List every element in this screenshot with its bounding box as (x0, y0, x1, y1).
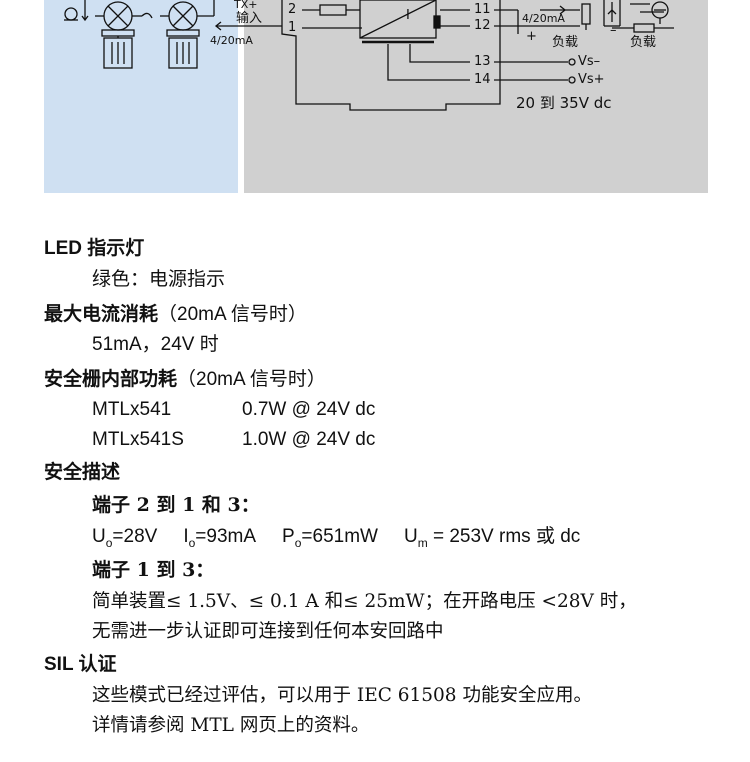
vs-plus-label: Vs+ (578, 72, 605, 87)
load-label-1: 负载 (552, 35, 579, 50)
tx-label: TX+ (234, 0, 258, 11)
loop-label-left: 4/20mA (210, 34, 253, 47)
power-heading: 安全栅内部功耗（20mA 信号时） (44, 368, 326, 390)
sensor-symbol-1 (64, 7, 78, 21)
terminal-12: 12 (474, 18, 491, 33)
load-label-2: 负载 (630, 35, 657, 50)
load-resistor-1 (581, 3, 591, 25)
safe-area-panel (244, 0, 708, 193)
safety-sub-2: 端子 1 到 3： (92, 559, 215, 581)
safety-line-1: 简单装置≤ 1.5V、≤ 0.1 A 和≤ 25mW；在开路电压 <28V 时， (92, 591, 637, 612)
sil-heading: SIL 认证 (44, 654, 117, 675)
sil-line-1: 这些模式已经过评估，可以用于 IEC 61508 功能安全应用。 (92, 685, 592, 706)
led-value: 绿色：电源指示 (92, 268, 226, 290)
sil-line-2: 详情请参阅 MTL 网页上的资料。 (92, 715, 370, 736)
terminal-1: 1 (288, 20, 297, 35)
power-row-1: MTLx541 0.7W @ 24V dc (92, 399, 376, 420)
terminal-13: 13 (474, 54, 491, 69)
safety-heading: 安全描述 (44, 461, 121, 483)
hazardous-area-panel (44, 0, 238, 193)
input-label: 输入 (236, 11, 263, 26)
wiring-lines (64, 0, 674, 111)
safety-line-2: 无需进一步认证即可连接到任何本安回路中 (92, 621, 444, 642)
loop-label-right: 4/20mA (522, 12, 565, 25)
wiring-diagram: TX+ 输入 4/20mA 2 1 I 11 12 13 14 4/20mA +… (0, 0, 750, 200)
max-current-value: 51mA，24V 时 (92, 334, 219, 355)
vs-minus-label: Vs– (578, 54, 601, 69)
plus-sign: + (526, 29, 537, 44)
terminal-14: 14 (474, 72, 491, 87)
load-resistor-2 (633, 23, 655, 33)
terminal-11: 11 (474, 2, 491, 17)
max-current-heading: 最大电流消耗（20mA 信号时） (44, 303, 307, 325)
supply-voltage-label: 20 到 35V dc (516, 94, 612, 112)
power-row-2: MTLx541S 1.0W @ 24V dc (92, 429, 376, 450)
isolator-symbol: I (406, 8, 410, 23)
safety-sub-1: 端子 2 到 1 和 3： (92, 494, 260, 516)
led-heading: LED 指示灯 (44, 238, 145, 259)
minus-sign: – (610, 23, 617, 38)
terminal-2: 2 (288, 2, 297, 17)
